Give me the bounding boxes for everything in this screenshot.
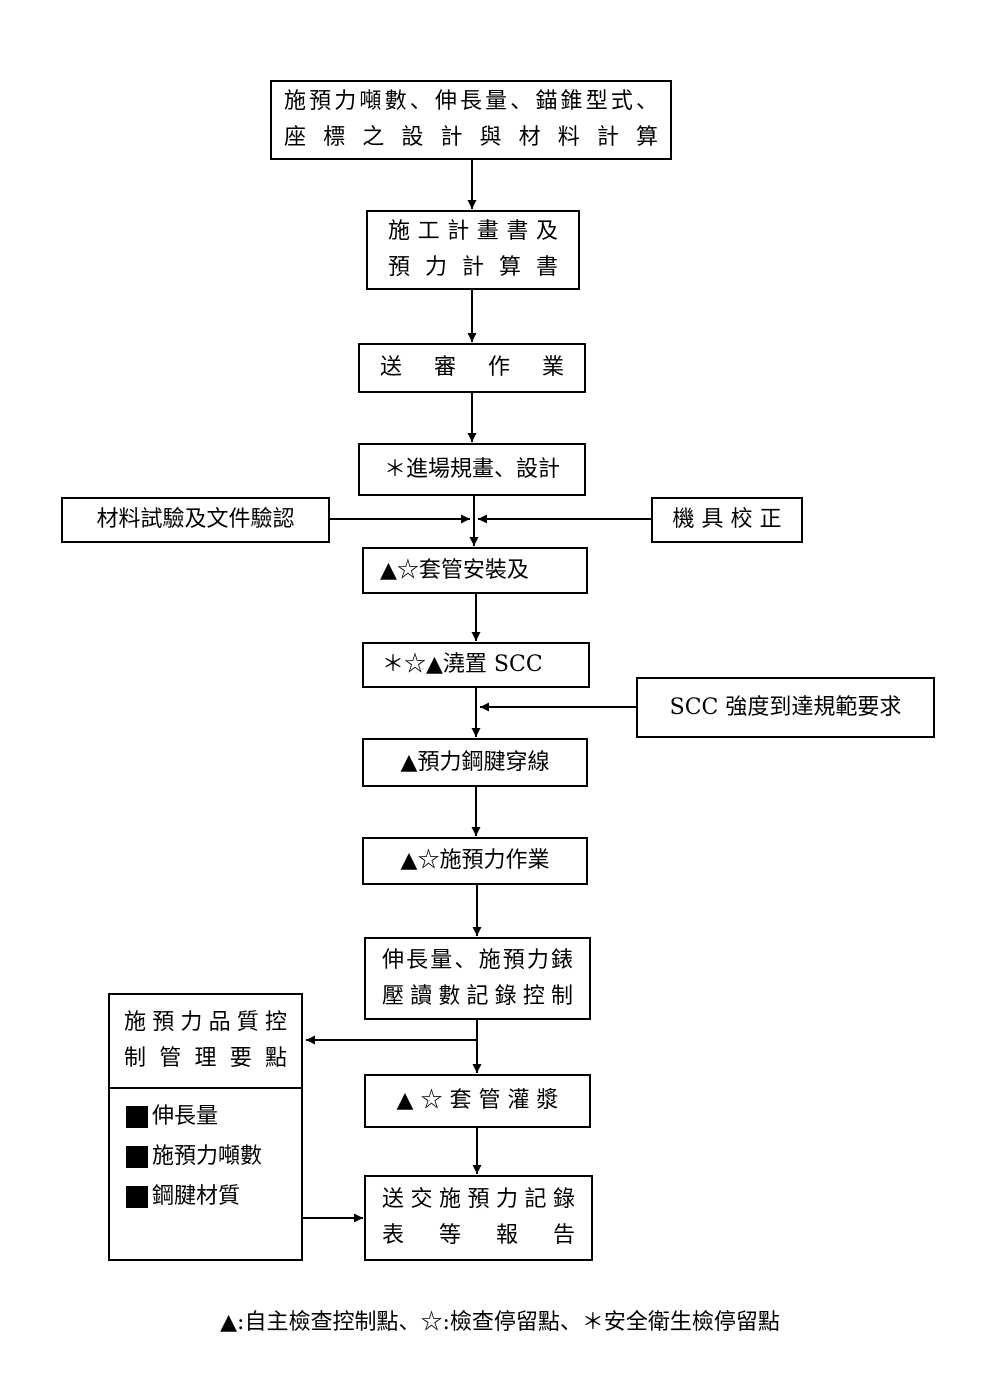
qc-item-text: 施預力噸數 — [152, 1144, 263, 1169]
bullet-square-icon — [126, 1106, 148, 1128]
qc-item-text: 伸長量 — [152, 1104, 219, 1129]
qc-points-line-2: 制 管 理 要 點 — [124, 1046, 287, 1071]
step-submit-report: 送交施預力記錄 表 等 報 告 — [364, 1175, 593, 1261]
qc-points-line-1: 施預力品質控 — [124, 1010, 287, 1035]
bullet-square-icon — [126, 1186, 148, 1208]
step-sleeve-grouting: ▲ ☆ 套 管 灌 漿 — [364, 1074, 591, 1128]
step-threading-text: ▲預力鋼腱穿線 — [400, 749, 550, 775]
step-report-line-1: 送交施預力記錄 — [382, 1187, 575, 1212]
step-calibration-text: 機 具 校 正 — [672, 507, 782, 532]
step-design-calculation: 施預力噸數、伸長量、錨錐型式、 座 標 之 設 計 與 材 料 計 算 — [270, 80, 672, 160]
step-review-text: 送 審 作 業 — [380, 355, 564, 380]
step-prestressing: ▲☆施預力作業 — [362, 837, 588, 885]
step-grouting-text: ▲ ☆ 套 管 灌 漿 — [396, 1088, 559, 1113]
step-pour-scc-text: ＊☆▲澆置 SCC — [382, 652, 543, 677]
step-material-test-text: 材料試驗及文件驗認 — [96, 507, 295, 532]
step-site-plan-text: ＊進場規畫、設計 — [383, 456, 560, 482]
step-site-planning: ＊進場規畫、設計 — [358, 443, 586, 496]
qc-item: 施預力噸數 — [126, 1137, 301, 1177]
step-scc-strength: SCC 強度到達規範要求 — [636, 677, 935, 738]
step-plan-line-1: 施工計畫書及 — [388, 219, 558, 244]
qc-items-list: 伸長量 施預力噸數 鋼腱材質 — [108, 1087, 303, 1261]
step-equipment-calibration: 機 具 校 正 — [651, 497, 803, 543]
step-plan-line-2: 預 力 計 算 書 — [388, 255, 558, 280]
legend-text: ▲:自主檢查控制點、☆:檢查停留點、＊安全衛生檢停留點 — [220, 1310, 780, 1335]
step-sleeve-text: ▲☆套管安裝及 — [380, 557, 529, 583]
qc-item-text: 鋼腱材質 — [152, 1184, 241, 1209]
step-design-line-2: 座 標 之 設 計 與 材 料 計 算 — [284, 125, 658, 150]
bullet-square-icon — [126, 1146, 148, 1168]
qc-item: 伸長量 — [126, 1097, 301, 1137]
step-scc-strength-text: SCC 強度到達規範要求 — [669, 694, 902, 720]
step-pour-scc: ＊☆▲澆置 SCC — [362, 642, 590, 688]
step-construction-plan: 施工計畫書及 預 力 計 算 書 — [366, 210, 580, 290]
step-tendon-threading: ▲預力鋼腱穿線 — [362, 738, 588, 787]
step-record-control: 伸長量、施預力錶 壓讀數記錄控制 — [364, 937, 591, 1020]
step-submit-review: 送 審 作 業 — [358, 343, 586, 393]
qc-item: 鋼腱材質 — [126, 1177, 301, 1217]
step-record-line-1: 伸長量、施預力錶 — [382, 947, 573, 973]
step-sleeve-installation: ▲☆套管安裝及 — [362, 547, 588, 594]
qc-management-points: 施預力品質控 制 管 理 要 點 — [108, 993, 303, 1089]
step-design-line-1: 施預力噸數、伸長量、錨錐型式、 — [284, 89, 658, 114]
step-material-test: 材料試驗及文件驗認 — [61, 497, 330, 543]
step-report-line-2: 表 等 報 告 — [382, 1223, 575, 1248]
step-prestress-text: ▲☆施預力作業 — [400, 848, 550, 873]
step-record-line-2: 壓讀數記錄控制 — [382, 983, 573, 1009]
